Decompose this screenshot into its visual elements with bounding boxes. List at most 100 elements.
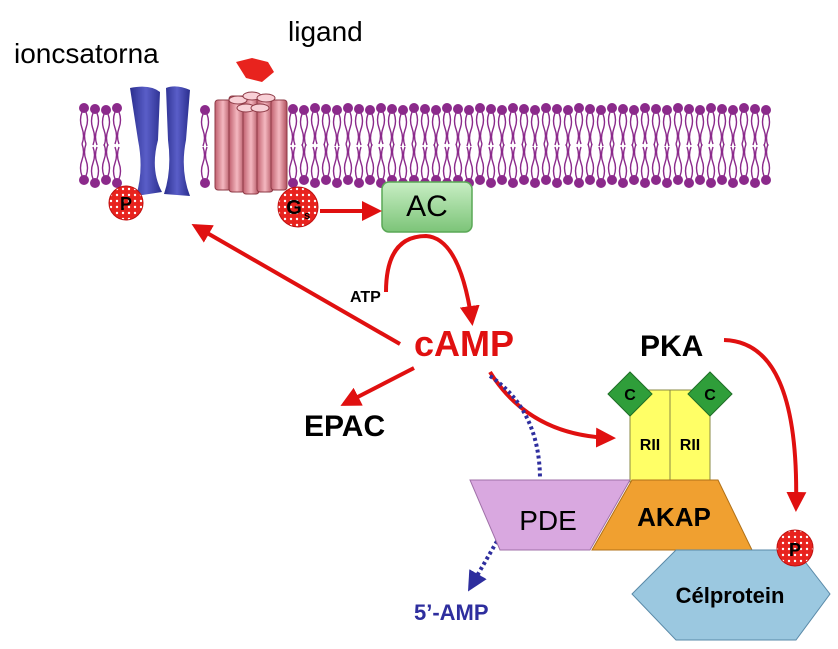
lipid-tail [574,146,584,180]
lipid-head [497,105,507,115]
lipid-tail [200,146,210,180]
lipid-tail [750,146,760,180]
lipid-head [519,175,529,185]
lipid-head [651,104,661,114]
pka-catalytic-right: C [687,371,733,417]
lipid-tail [706,111,716,145]
rii-left-label: RII [640,437,660,454]
lipid-head [288,178,298,188]
lipid-tail [519,143,529,177]
lipid-head [728,178,738,188]
lipid-head [530,105,540,115]
lipid-tail [376,146,386,180]
lipid-tail [563,143,573,177]
lipid-tail [332,146,342,180]
c-left-label: C [624,387,636,404]
atp-label: ATP [350,289,381,306]
lipid-head [475,103,485,113]
lipid-head [90,104,100,114]
arrow-camp-to-pde [488,374,542,481]
pka-label: PKA [640,330,703,363]
gs-label: G [286,197,302,219]
lipid-tail [530,146,540,180]
lipid-tail [365,143,375,177]
lipid-tail [475,143,485,177]
lipid-head [387,104,397,114]
lipid-tail [739,143,749,177]
lipid-tail [607,143,617,177]
lipid-head [640,178,650,188]
lipid-head [596,178,606,188]
lipid-tail [112,146,122,180]
lipid-head [618,104,628,114]
lipid-tail [200,113,210,147]
lipid-tail [343,143,353,177]
lipid-head [585,104,595,114]
lipid-head [79,103,89,113]
gs-protein: G s [277,186,319,228]
lipid-tail [321,112,331,146]
lipid-tail [695,143,705,177]
lipid-tail [541,111,551,145]
lipid-tail [662,113,672,147]
lipid-tail [332,113,342,147]
lipid-head [101,105,111,115]
lipid-head [299,105,309,115]
lipid-head [695,175,705,185]
lipid-head [464,105,474,115]
lipid-head [596,105,606,115]
pde-label: PDE [519,505,577,536]
lipid-tail [728,113,738,147]
lipid-head [607,103,617,113]
lipid-head [112,103,122,113]
lipid-head [552,178,562,188]
lipid-head [310,103,320,113]
lipid-head [79,175,89,185]
cell-protein: Célprotein [631,549,831,641]
lipid-head [321,104,331,114]
arrow-atp-to-camp [384,233,480,326]
lipid-head [541,103,551,113]
lipid-head [101,175,111,185]
lipid-head [354,178,364,188]
ion-channel [130,86,190,196]
ligand-label: ligand [288,16,363,47]
lipid-head [750,178,760,188]
lipid-head [673,103,683,113]
lipid-tail [563,113,573,147]
cell-membrane [79,103,771,188]
lipid-tail [288,112,298,146]
gs-subscript: s [304,210,310,222]
lipid-tail [717,143,727,177]
lipid-tail [387,112,397,146]
lipid-head [475,175,485,185]
lipid-head [431,105,441,115]
lipid-head [486,178,496,188]
lipid-head [112,178,122,188]
arrow-camp-to-epac [340,366,415,406]
lipid-head [420,104,430,114]
lipid-tail [717,112,727,146]
lipid-tail [453,112,463,146]
lipid-tail [365,113,375,147]
lipid-tail [684,112,694,146]
lipid-tail [354,112,364,146]
channel-phosphate: P [108,185,144,221]
lipid-tail [431,113,441,147]
lipid-head [574,103,584,113]
channel-phosphate-label: P [120,194,132,214]
akap-label: AKAP [637,502,711,532]
lipid-tail [475,111,485,145]
lipid-head [321,175,331,185]
lipid-tail [464,146,474,180]
lipid-tail [497,143,507,177]
ligand-molecule [236,58,274,82]
lipid-tail [354,146,364,180]
lipid-head [332,178,342,188]
lipid-tail [420,112,430,146]
lipid-tail [640,111,650,145]
lipid-head [508,178,518,188]
lipid-head [486,104,496,114]
lipid-tail [541,143,551,177]
